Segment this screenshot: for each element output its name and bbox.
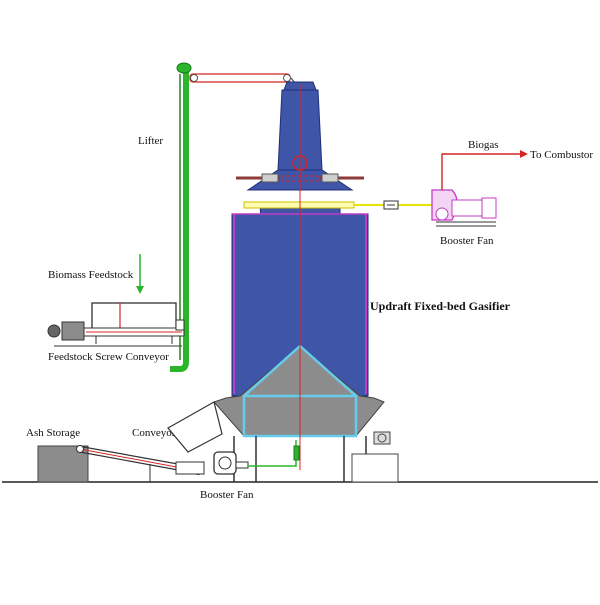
booster-fan-top-inlet bbox=[435, 207, 449, 221]
gasifier-side-motor bbox=[373, 431, 391, 445]
booster-fan-bottom-valve bbox=[293, 445, 300, 461]
gasifier-side-motor-wheel bbox=[377, 433, 387, 443]
lifter-head-pulley bbox=[176, 62, 192, 74]
booster-fan-bottom-label: Booster Fan bbox=[200, 489, 254, 501]
lifter bbox=[170, 62, 300, 372]
biomass-feedstock-label: Biomass Feedstock bbox=[48, 269, 134, 281]
screw-conveyor-motor bbox=[61, 321, 85, 341]
lifter-roller-left bbox=[190, 74, 198, 82]
booster-fan-top-label: Booster Fan bbox=[440, 235, 494, 247]
ash-discharge-chute bbox=[167, 401, 223, 453]
lifter-label: Lifter bbox=[138, 135, 163, 147]
feedstock-screw-conveyor bbox=[47, 302, 185, 347]
gasifier bbox=[213, 81, 399, 483]
lifter-roller-right bbox=[283, 74, 291, 82]
screw-conveyor-hopper bbox=[91, 302, 177, 332]
biogas-outlet-arrow bbox=[520, 150, 528, 158]
booster-fan-top-motor bbox=[481, 197, 497, 219]
lifter-top-conveyor bbox=[189, 73, 291, 83]
ash-conveyor-roller-left bbox=[76, 445, 84, 453]
booster-fan-top-coupling bbox=[451, 199, 483, 217]
gasifier-side-base bbox=[351, 453, 399, 483]
booster-fan-bottom-outlet bbox=[235, 461, 249, 469]
booster-fan-bottom-air-line bbox=[248, 440, 297, 467]
screw-conveyor-motor-end bbox=[47, 324, 61, 338]
gasifier-top-ring bbox=[243, 201, 355, 209]
to-combustor-label: To Combustor bbox=[530, 149, 593, 161]
lifter-shaft bbox=[170, 70, 189, 372]
screw-conveyor-end-flange bbox=[175, 319, 185, 331]
booster-fan-top bbox=[431, 150, 528, 227]
gas-outlet bbox=[354, 200, 432, 210]
ash-conveyor-tail-box bbox=[175, 461, 205, 475]
biogas-label: Biogas bbox=[468, 139, 499, 151]
feedstock-input-arrow bbox=[136, 286, 144, 294]
biogas-outlet-line bbox=[441, 153, 520, 190]
ash-conveyor bbox=[76, 401, 223, 482]
conveyor-label: Conveyor bbox=[132, 427, 176, 439]
ash-storage-label: Ash Storage bbox=[26, 427, 80, 439]
feedstock-screw-conveyor-label: Feedstock Screw Conveyor bbox=[48, 351, 169, 363]
gasifier-arm-box-right bbox=[321, 173, 339, 183]
feedstock-input bbox=[136, 254, 144, 294]
gasifier-label: Updraft Fixed-bed Gasifier bbox=[370, 299, 511, 313]
booster-fan-bottom bbox=[213, 440, 300, 475]
gasifier-arm-box-left bbox=[261, 173, 279, 183]
booster-fan-bottom-impeller bbox=[218, 456, 232, 470]
